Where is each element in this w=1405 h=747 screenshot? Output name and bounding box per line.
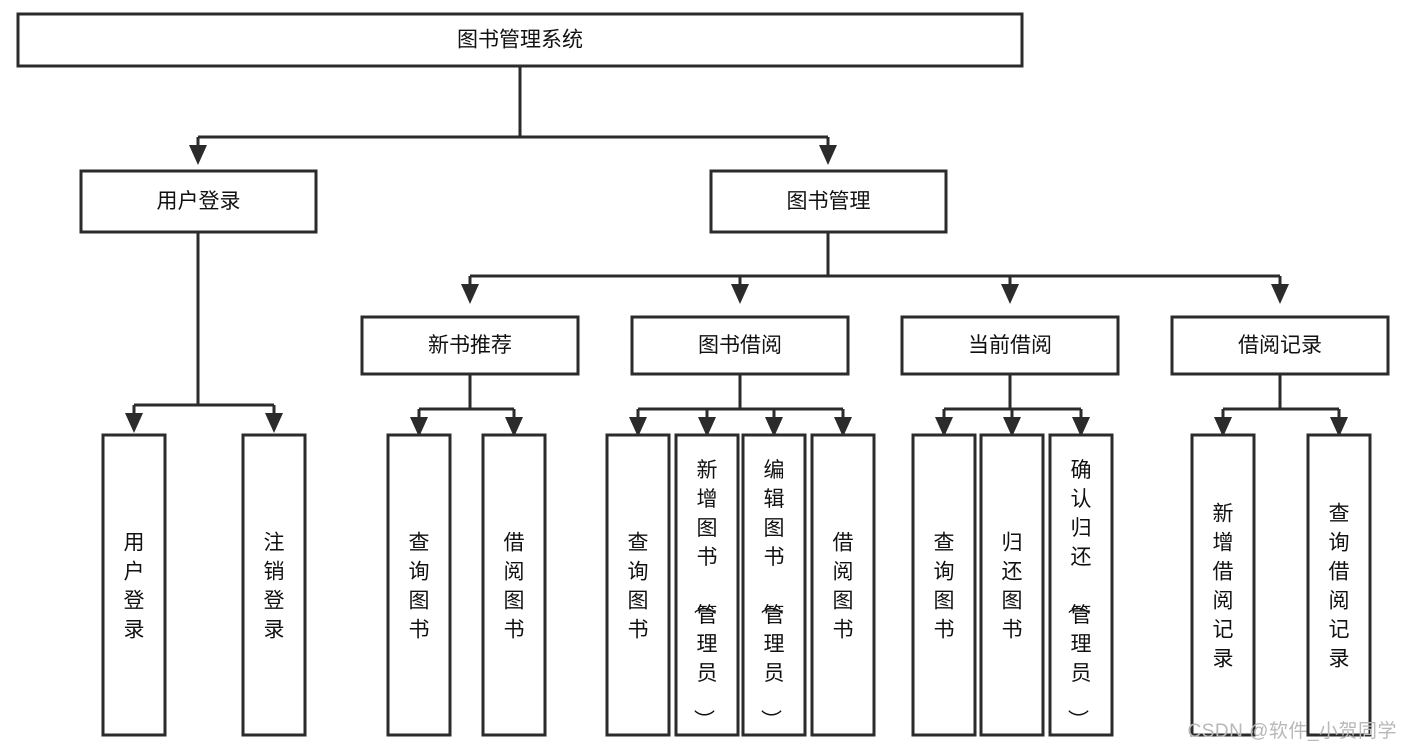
node-user-login[interactable]: 用户登录	[79, 169, 318, 234]
connector-book-management	[461, 232, 1289, 304]
node-label-book-borrow: 图书借阅	[698, 334, 782, 357]
node-borrow-record[interactable]: 借阅记录	[1170, 315, 1390, 376]
node-label-leaf-add-borrow-record: 新增借阅记录	[1213, 503, 1234, 671]
node-label-leaf-confirm-return-admin: 确认归还（管理员）	[1066, 459, 1092, 730]
node-label-leaf-query-book-current: 查询图书	[934, 532, 955, 642]
node-label-leaf-user-login: 用户登录	[124, 532, 145, 642]
node-label-leaf-query-book-borrow: 查询图书	[628, 532, 649, 642]
node-label-user-login: 用户登录	[157, 190, 241, 213]
connector-root	[189, 66, 837, 165]
node-leaf-user-logout[interactable]: 注销登录	[241, 433, 307, 737]
node-label-new-book-recommend: 新书推荐	[428, 334, 512, 357]
node-new-book-recommend[interactable]: 新书推荐	[360, 315, 580, 376]
node-label-leaf-query-borrow-record: 查询借阅记录	[1329, 503, 1350, 671]
node-label-root: 图书管理系统	[457, 29, 583, 52]
node-leaf-query-borrow-record[interactable]: 查询借阅记录	[1306, 433, 1372, 737]
node-leaf-add-book-admin[interactable]: 新增图书（管理员）	[674, 433, 740, 737]
connector-user-login	[125, 232, 283, 433]
node-label-leaf-borrow-book-rec: 借阅图书	[504, 532, 525, 642]
node-leaf-add-borrow-record[interactable]: 新增借阅记录	[1190, 433, 1256, 737]
node-label-leaf-borrow-book: 借阅图书	[833, 532, 854, 642]
node-label-leaf-user-logout: 注销登录	[264, 532, 285, 642]
node-label-leaf-query-book-rec: 查询图书	[409, 532, 430, 642]
connector-new-book-recommend	[410, 374, 523, 437]
connector-current-borrow	[935, 374, 1090, 437]
node-leaf-edit-book-admin[interactable]: 编辑图书（管理员）	[741, 433, 807, 737]
connector-book-borrow	[629, 374, 852, 437]
connector-edges-layer	[125, 66, 1348, 437]
node-leaf-query-book-borrow[interactable]: 查询图书	[605, 433, 671, 737]
node-book-management[interactable]: 图书管理	[709, 169, 948, 234]
node-label-leaf-edit-book-admin: 编辑图书（管理员）	[759, 459, 785, 730]
node-leaf-user-login[interactable]: 用户登录	[101, 433, 167, 737]
node-leaf-query-book-rec[interactable]: 查询图书	[386, 433, 452, 737]
node-leaf-borrow-book[interactable]: 借阅图书	[810, 433, 876, 737]
node-label-book-management: 图书管理	[787, 190, 871, 213]
node-current-borrow[interactable]: 当前借阅	[900, 315, 1120, 376]
node-label-leaf-add-book-admin: 新增图书（管理员）	[692, 459, 718, 730]
node-label-leaf-return-book: 归还图书	[1002, 532, 1023, 642]
node-root[interactable]: 图书管理系统	[16, 12, 1024, 68]
node-label-current-borrow: 当前借阅	[968, 334, 1052, 357]
diagram-nodes-layer: 图书管理系统用户登录图书管理新书推荐图书借阅当前借阅借阅记录用户登录注销登录查询…	[16, 12, 1390, 737]
connector-borrow-record	[1214, 374, 1348, 437]
node-book-borrow[interactable]: 图书借阅	[630, 315, 850, 376]
node-label-borrow-record: 借阅记录	[1238, 334, 1322, 357]
node-leaf-confirm-return-admin[interactable]: 确认归还（管理员）	[1048, 433, 1114, 737]
node-leaf-query-book-current[interactable]: 查询图书	[911, 433, 977, 737]
node-leaf-return-book[interactable]: 归还图书	[979, 433, 1045, 737]
node-leaf-borrow-book-rec[interactable]: 借阅图书	[481, 433, 547, 737]
